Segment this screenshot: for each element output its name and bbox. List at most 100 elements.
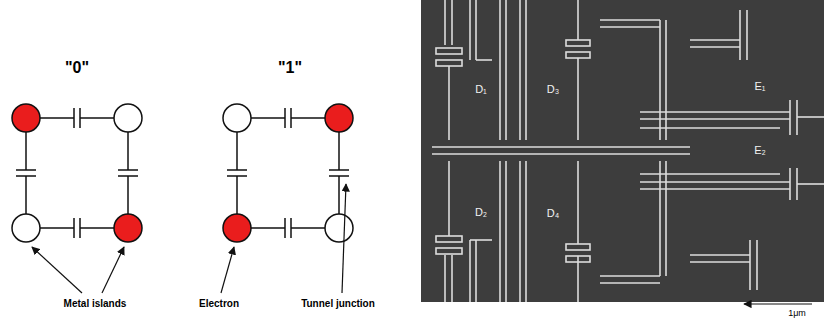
electrode-trace [519,0,521,140]
electrode-trace [432,146,690,148]
electrode-trace [789,168,791,200]
tunnel-junction [227,169,247,171]
electrode-trace [739,10,741,60]
electrode-trace [432,153,690,155]
electrode-trace [566,244,590,250]
dot-label: D₁ [475,83,487,95]
electrode-trace [600,19,660,21]
electrode-trace [566,52,590,58]
tunnel-junction [251,117,285,119]
scale-arrow [744,303,812,304]
electrode-trace [690,46,740,48]
tunnel-junction [338,132,340,170]
metal-island [114,104,142,132]
tunnel-junction [227,132,247,214]
electrode-trace [690,261,750,263]
tunnel-junction [25,132,27,170]
electrode-trace [475,240,477,302]
electrode-trace [577,256,579,302]
electrode-trace [690,39,740,41]
leader-arrow [102,247,124,293]
sem-micrograph [421,0,824,302]
tunnel-junction [251,218,325,238]
electrode-trace [519,161,521,302]
tunnel-junction [127,132,129,170]
tunnel-junction [251,108,325,128]
electrode-trace [448,161,450,236]
tunnel-junction [118,169,138,171]
electrode-trace [436,248,462,254]
tunnel-junction [40,227,74,229]
tunnel-junction [338,176,340,214]
tunnel-junction [284,218,286,238]
tunnel-junction [40,218,114,238]
state-label: "0" [65,59,89,77]
electron-island [223,214,251,242]
electrode-trace [659,161,661,276]
electrode-trace [577,58,579,140]
electrode-trace [499,0,501,140]
sem-micrograph [421,0,824,302]
electrode-trace [659,20,661,140]
tunnel-junction [73,218,75,238]
electrode-trace [749,240,751,290]
electrode-trace [640,111,790,113]
electrode-trace [451,0,453,45]
electrode-trace [469,240,471,302]
tunnel-junction [291,227,325,229]
tunnel-junction [25,176,27,214]
electrode-trace [525,161,527,302]
electron-island [114,214,142,242]
electrode-trace [436,60,462,66]
tunnel-junction [251,227,285,229]
electrode-trace [505,0,507,140]
metal-island [223,104,251,132]
electrode-trace [475,0,477,60]
metal-island [12,214,40,242]
electrode-trace [600,26,660,28]
electrode-trace [640,173,780,175]
tunnel-junction [40,117,74,119]
part-name: Tunnel junction [301,298,375,309]
electrode-trace [499,161,501,302]
part-name: Metal islands [64,298,127,309]
electrode-trace [469,0,471,60]
electrode-trace [432,0,824,302]
tunnel-junction [329,132,349,214]
electrode-trace [470,239,492,241]
electrode-trace [640,181,790,183]
electrode-trace [640,127,780,129]
tunnel-junction [127,176,129,214]
qca-cell [12,104,142,242]
electrode-trace [600,282,660,284]
electron-island [12,104,40,132]
electrode-trace [444,255,446,302]
tunnel-junction [236,132,238,170]
electrode-trace [665,161,667,276]
tunnel-junction [80,227,114,229]
electrometer-label: E₂ [754,144,766,156]
dot-label: D₂ [475,206,487,218]
electrode-trace [566,40,590,46]
electrode-trace [690,254,750,256]
tunnel-junction [73,108,75,128]
tunnel-junction [16,132,36,214]
electrode-trace [476,59,492,61]
leader-arrow [221,247,234,293]
electrode-trace [640,188,790,190]
tunnel-junction [16,169,36,171]
qca-cell [223,104,353,242]
electrode-trace [746,10,748,60]
dot-label: D₃ [547,83,559,95]
electrode-trace [525,0,527,140]
state-label: "1" [278,59,302,77]
electrode-trace [797,183,824,185]
part-name: Electron [199,298,239,309]
electrode-trace [665,20,667,140]
electrode-trace [448,66,450,140]
electrode-trace [451,255,453,302]
electrode-trace [436,236,462,242]
